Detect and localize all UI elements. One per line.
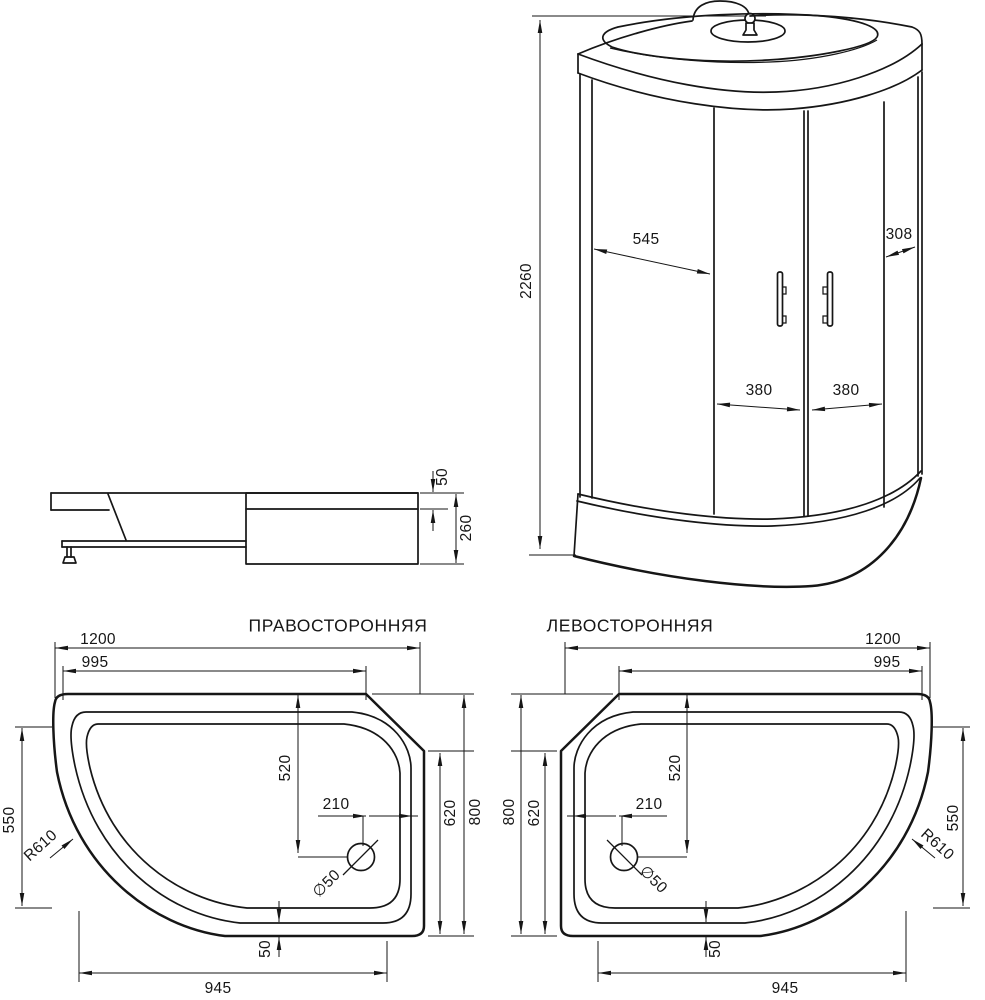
dim-rim-height-label: 50 bbox=[434, 468, 451, 486]
dim-bottom-width-label: 945 bbox=[205, 980, 232, 997]
right-door-handle-bracket bbox=[822, 286, 827, 324]
plan-right-handed-title: ПРАВОСТОРОННЯЯ bbox=[249, 616, 428, 636]
tray-slope bbox=[107, 493, 127, 541]
dim-top-width-label: 995 bbox=[874, 654, 901, 671]
dim-side-depth-label: 550 bbox=[945, 805, 962, 832]
dimension-arrowhead bbox=[430, 479, 436, 492]
dim-inner-depth-label: 620 bbox=[526, 800, 543, 827]
roof-top-panel-thickness bbox=[609, 39, 878, 64]
base-rim-bottom bbox=[576, 477, 921, 527]
plan-left-handed: ЛЕВОСТОРОННЯЯ 1200 995 520 210 ∅50 550 R… bbox=[501, 616, 972, 997]
right-door-handle bbox=[826, 271, 834, 327]
dim-bottom-width-label: 945 bbox=[772, 980, 799, 997]
tray-outer-outline bbox=[52, 692, 426, 938]
plan-left-handed-title: ЛЕВОСТОРОННЯЯ bbox=[547, 616, 714, 636]
dim-side-depth-label: 550 bbox=[1, 807, 18, 834]
dim-drain-width-label: 210 bbox=[636, 796, 663, 813]
dimension-arrowhead bbox=[537, 536, 543, 549]
side-view: 50 260 bbox=[50, 468, 475, 565]
dim-rim-width-label: 50 bbox=[257, 940, 274, 958]
roof-top-panel bbox=[602, 12, 879, 62]
dimension-arrowhead bbox=[437, 753, 443, 766]
dim-depth-label: 800 bbox=[501, 799, 518, 826]
left-door-handle-bracket bbox=[782, 286, 787, 324]
dimension-arrowhead bbox=[407, 645, 420, 651]
tray-rim-outline bbox=[70, 711, 412, 924]
dimension-arrowhead bbox=[717, 402, 731, 408]
dim-line-545 bbox=[593, 248, 711, 275]
dim-overall-height-label: 2260 bbox=[518, 263, 535, 299]
dim-back-glass-label: 545 bbox=[633, 231, 660, 248]
dim-inner-depth-label: 620 bbox=[442, 800, 459, 827]
dimension-arrowhead bbox=[353, 668, 366, 674]
dimension-arrowhead bbox=[276, 909, 282, 922]
dim-right-door-label: 380 bbox=[833, 382, 860, 399]
tray-leg-foot bbox=[62, 556, 77, 564]
drain-slash bbox=[342, 839, 379, 876]
dimension-arrowhead bbox=[61, 839, 73, 850]
dimension-arrowhead bbox=[812, 406, 826, 412]
dimension-arrowhead bbox=[453, 550, 459, 563]
roof-front-top-edge bbox=[577, 43, 923, 94]
dimension-arrowhead bbox=[461, 695, 467, 708]
dimension-arrowhead bbox=[886, 250, 900, 257]
dim-depth-label: 800 bbox=[467, 799, 484, 826]
dim-left-door-label: 380 bbox=[746, 382, 773, 399]
base-rim-top bbox=[577, 470, 922, 520]
dim-line-380-left bbox=[716, 403, 801, 411]
roof-back-edge bbox=[577, 20, 693, 55]
dimension-arrowhead bbox=[901, 247, 915, 254]
roof-front-bottom-edge bbox=[577, 69, 923, 111]
tray-basin-outline bbox=[85, 723, 401, 909]
dimension-arrowhead bbox=[437, 921, 443, 934]
tray-plan-geometry-mirrored bbox=[509, 640, 972, 984]
dimension-arrowhead bbox=[55, 645, 68, 651]
dimension-arrowhead bbox=[353, 813, 366, 819]
corner-radius-label: R610 bbox=[21, 827, 61, 865]
base-skirt bbox=[572, 476, 923, 589]
roof-dome bbox=[692, 0, 750, 21]
dimension-arrowhead bbox=[295, 840, 301, 853]
dimension-arrowhead bbox=[594, 249, 608, 254]
dimension-arrowhead bbox=[374, 970, 387, 976]
tray-apron bbox=[245, 492, 419, 565]
dim-drain-width-label: 210 bbox=[323, 796, 350, 813]
dimension-arrowhead bbox=[79, 970, 92, 976]
dimension-arrowhead bbox=[868, 402, 882, 408]
dimension-arrowhead bbox=[19, 893, 25, 906]
dim-rim-width-label: 50 bbox=[707, 940, 724, 958]
dim-drain-depth-label: 520 bbox=[277, 755, 294, 782]
dimension-arrowhead bbox=[399, 813, 412, 819]
dimension-arrowhead bbox=[786, 406, 800, 412]
dimension-arrowhead bbox=[19, 728, 25, 741]
dim-width-label: 1200 bbox=[865, 631, 901, 648]
dim-tray-height-label: 260 bbox=[458, 515, 475, 542]
dimension-arrowhead bbox=[696, 269, 710, 274]
dim-top-width-label: 995 bbox=[82, 654, 109, 671]
dim-width-label: 1200 bbox=[80, 631, 116, 648]
left-door-handle bbox=[776, 271, 784, 327]
dimension-arrowhead bbox=[461, 921, 467, 934]
dimension-arrowhead bbox=[276, 937, 282, 950]
dimension-arrowhead bbox=[430, 510, 436, 523]
drain-diameter-label: ∅50 bbox=[310, 866, 344, 900]
plan-right-handed: ПРАВОСТОРОННЯЯ 1200 995 520 210 ∅50 550 … bbox=[1, 616, 484, 997]
roof-knob-base bbox=[742, 22, 758, 36]
dimension-arrowhead bbox=[537, 20, 543, 33]
dim-side-glass-label: 308 bbox=[886, 226, 913, 243]
dimension-arrowhead bbox=[63, 668, 76, 674]
dimension-arrowhead bbox=[453, 494, 459, 507]
drain-diameter-label: ∅50 bbox=[636, 863, 670, 897]
base-left-edge bbox=[573, 493, 579, 557]
dim-drain-depth-label: 520 bbox=[667, 755, 684, 782]
tray-plan-geometry bbox=[15, 642, 474, 982]
front-view: 2260 545 308 380 380 bbox=[518, 0, 923, 589]
dimension-arrowhead bbox=[295, 695, 301, 708]
